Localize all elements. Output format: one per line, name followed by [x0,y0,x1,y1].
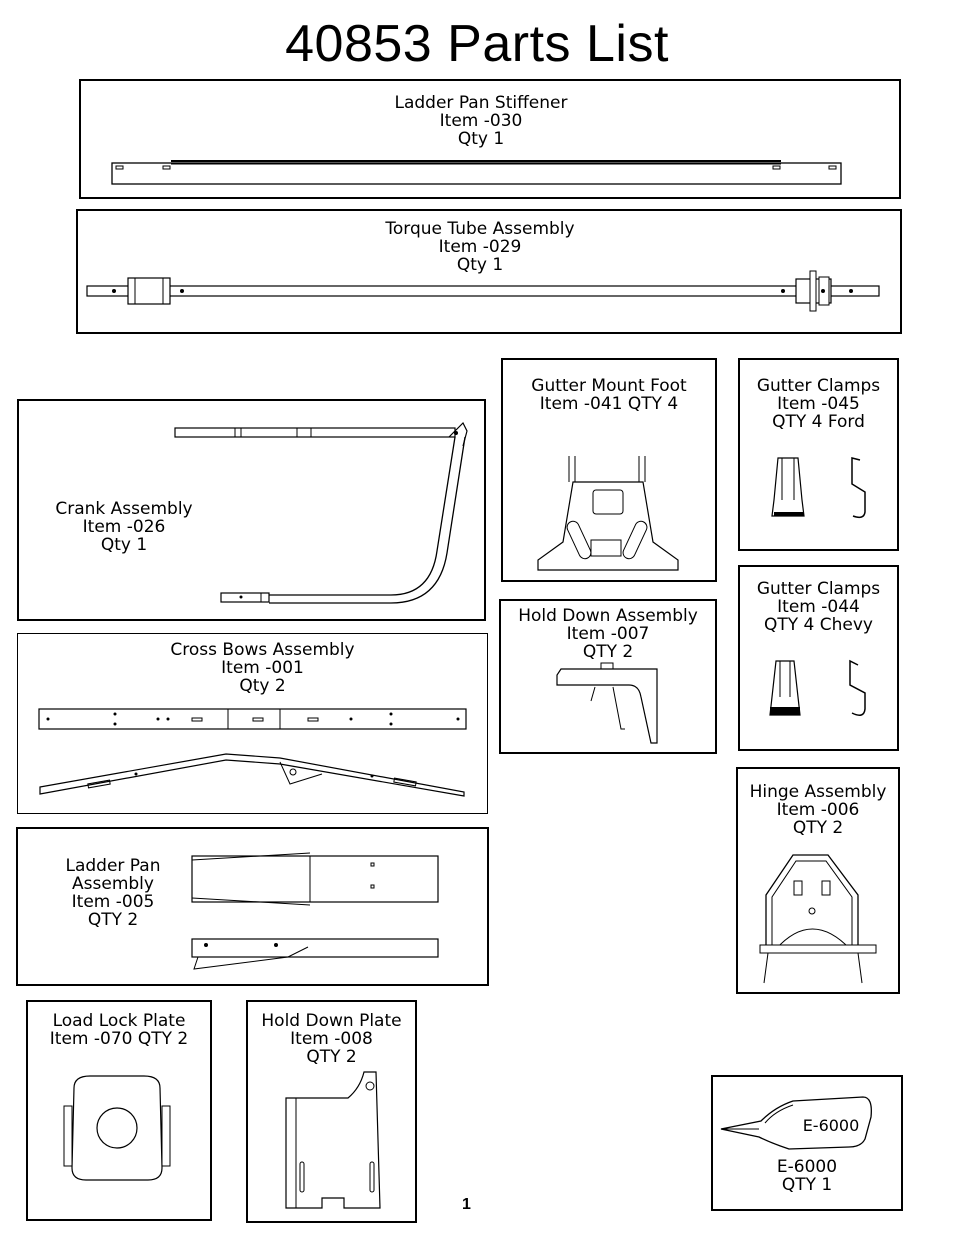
gutter-foot-drawing [537,456,679,571]
part-qty: QTY 1 [781,1175,833,1195]
part-name-line1: Ladder Pan [65,856,161,876]
clamps-ford-label: Gutter Clamps Item -045 QTY 4 Ford [740,377,897,431]
load-lock-panel: Load Lock Plate Item -070 QTY 2 [26,1000,212,1221]
part-item: Item -026 [82,517,166,537]
part-item: Item -044 [777,597,860,617]
part-item: Item -006 [776,800,860,820]
page-number: 1 [462,1196,471,1213]
ladder-pan-label: Ladder Pan Assembly Item -005 QTY 2 [46,857,180,929]
cross-bows-label: Cross Bows Assembly Item -001 Qty 2 [18,641,507,695]
part-item: Item -045 [777,394,860,414]
part-item-qty: Item -070 QTY 2 [49,1029,189,1049]
part-name: Ladder Pan Stiffener [394,93,568,113]
e6000-label: E-6000 QTY 1 [713,1158,901,1194]
hold-down-plate-label: Hold Down Plate Item -008 QTY 2 [248,1012,415,1066]
torque-tube-panel: Torque Tube Assembly Item -029 Qty 1 [76,209,902,334]
part-name: Hold Down Assembly [518,606,698,626]
hold-down-assembly-panel: Hold Down Assembly Item -007 QTY 2 [499,599,717,754]
part-item-qty: Item -041 QTY 4 [539,394,679,414]
part-name: Load Lock Plate [52,1011,186,1031]
stiffener-drawing [111,160,842,185]
part-qty: QTY 2 [582,642,634,662]
part-item: Item -007 [566,624,650,644]
part-item: Item -008 [290,1029,373,1049]
load-lock-drawing [63,1075,171,1181]
crank-label: Crank Assembly Item -026 Qty 1 [39,500,209,554]
hinge-drawing [759,854,877,984]
hinge-panel: Hinge Assembly Item -006 QTY 2 [736,767,900,994]
stiffener-label: Ladder Pan Stiffener Item -030 Qty 1 [81,94,881,148]
gutter-foot-label: Gutter Mount Foot Item -041 QTY 4 [503,377,715,413]
part-item: Item -029 [438,237,522,257]
part-qty: QTY 2 [792,818,844,838]
load-lock-label: Load Lock Plate Item -070 QTY 2 [28,1012,210,1048]
crank-drawing [174,421,468,604]
torque-drawing [86,270,880,312]
hold-down-plate-panel: Hold Down Plate Item -008 QTY 2 [246,1000,417,1223]
ladder-pan-panel: Ladder Pan Assembly Item -005 QTY 2 [16,827,489,986]
page-title: 40853 Parts List [285,15,669,73]
part-name: Hinge Assembly [749,782,887,802]
part-name: Torque Tube Assembly [385,219,575,239]
crank-panel: Crank Assembly Item -026 Qty 1 [17,399,486,621]
gutter-foot-panel: Gutter Mount Foot Item -041 QTY 4 [501,358,717,582]
part-name-line2: Assembly [72,874,154,894]
part-name: E-6000 [776,1157,838,1177]
part-name: Gutter Mount Foot [531,376,687,396]
part-qty: Qty 1 [100,535,148,555]
e6000-tube-label: E-6000 [802,1116,860,1135]
part-name: Gutter Clamps [756,579,881,599]
part-qty: Qty 1 [456,255,504,275]
part-item: Item -005 [71,892,155,912]
part-qty: Qty 1 [457,129,505,149]
part-qty: QTY 2 [306,1047,357,1067]
part-item: Item -030 [439,111,523,131]
torque-label: Torque Tube Assembly Item -029 Qty 1 [78,220,882,274]
clamps-chevy-label: Gutter Clamps Item -044 QTY 4 Chevy [740,580,897,634]
hinge-label: Hinge Assembly Item -006 QTY 2 [738,783,898,837]
part-name: Gutter Clamps [756,376,881,396]
hold-down-assembly-label: Hold Down Assembly Item -007 QTY 2 [501,607,715,661]
clamps-ford-panel: Gutter Clamps Item -045 QTY 4 Ford [738,358,899,551]
stiffener-panel: Ladder Pan Stiffener Item -030 Qty 1 [79,79,901,199]
part-qty: Qty 2 [239,676,286,696]
cross-bows-panel: Cross Bows Assembly Item -001 Qty 2 [17,633,488,814]
hold-down-assembly-drawing [556,662,658,744]
hold-down-plate-drawing [285,1071,381,1209]
e6000-tube-drawing [720,1096,872,1150]
part-qty: QTY 4 Chevy [764,615,873,635]
part-name: Hold Down Plate [261,1011,402,1031]
clamps-chevy-drawing [769,659,866,716]
clamps-ford-drawing [771,457,866,519]
part-name: Crank Assembly [55,499,193,519]
part-qty: QTY 4 Ford [772,412,865,432]
cross-bows-drawing [38,708,467,797]
part-name: Cross Bows Assembly [170,640,355,660]
clamps-chevy-panel: Gutter Clamps Item -044 QTY 4 Chevy [738,565,899,751]
part-item: Item -001 [221,658,304,678]
e6000-panel: E-6000 E-6000 QTY 1 [711,1075,903,1211]
part-qty: QTY 2 [87,910,139,930]
ladder-pan-drawing [191,852,439,970]
